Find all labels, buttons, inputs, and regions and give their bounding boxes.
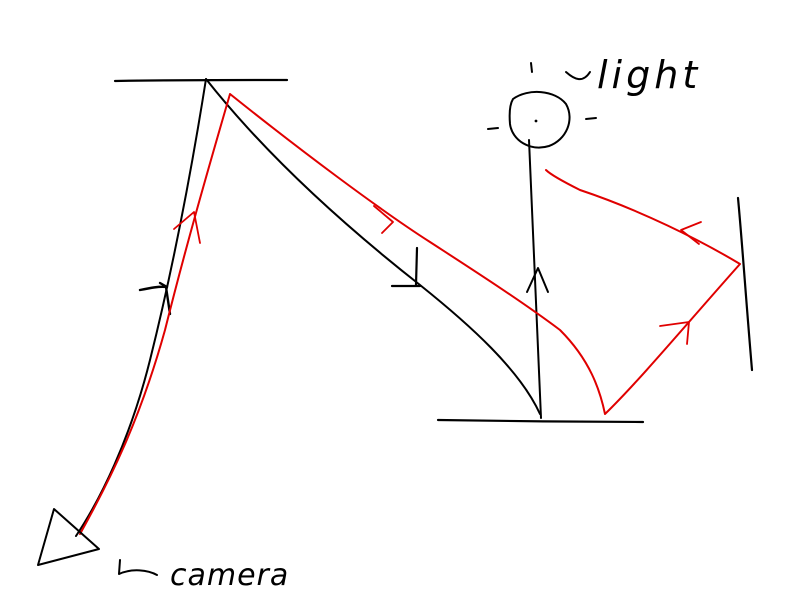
red-arrow-2 [373,205,394,234]
black-arrow-up [526,267,549,293]
diagonal-mirror-line [205,78,541,415]
red-arrow-3 [659,321,690,345]
red-arrow-1 [173,211,201,244]
red-arrow-4 [680,221,702,245]
bottom-surface [436,418,645,424]
sun-icon [487,62,597,149]
triangle-icon [37,508,100,566]
light-ray-path [79,93,741,535]
camera-label: camera [170,558,289,593]
light-label: light [597,53,701,97]
black-arrow-mid [390,246,422,288]
top-surface [113,78,289,83]
right-wall [736,196,754,372]
left-mirror-line [75,78,207,537]
camera-pointer-mark [118,559,158,576]
vertical-normal-line [528,139,542,419]
